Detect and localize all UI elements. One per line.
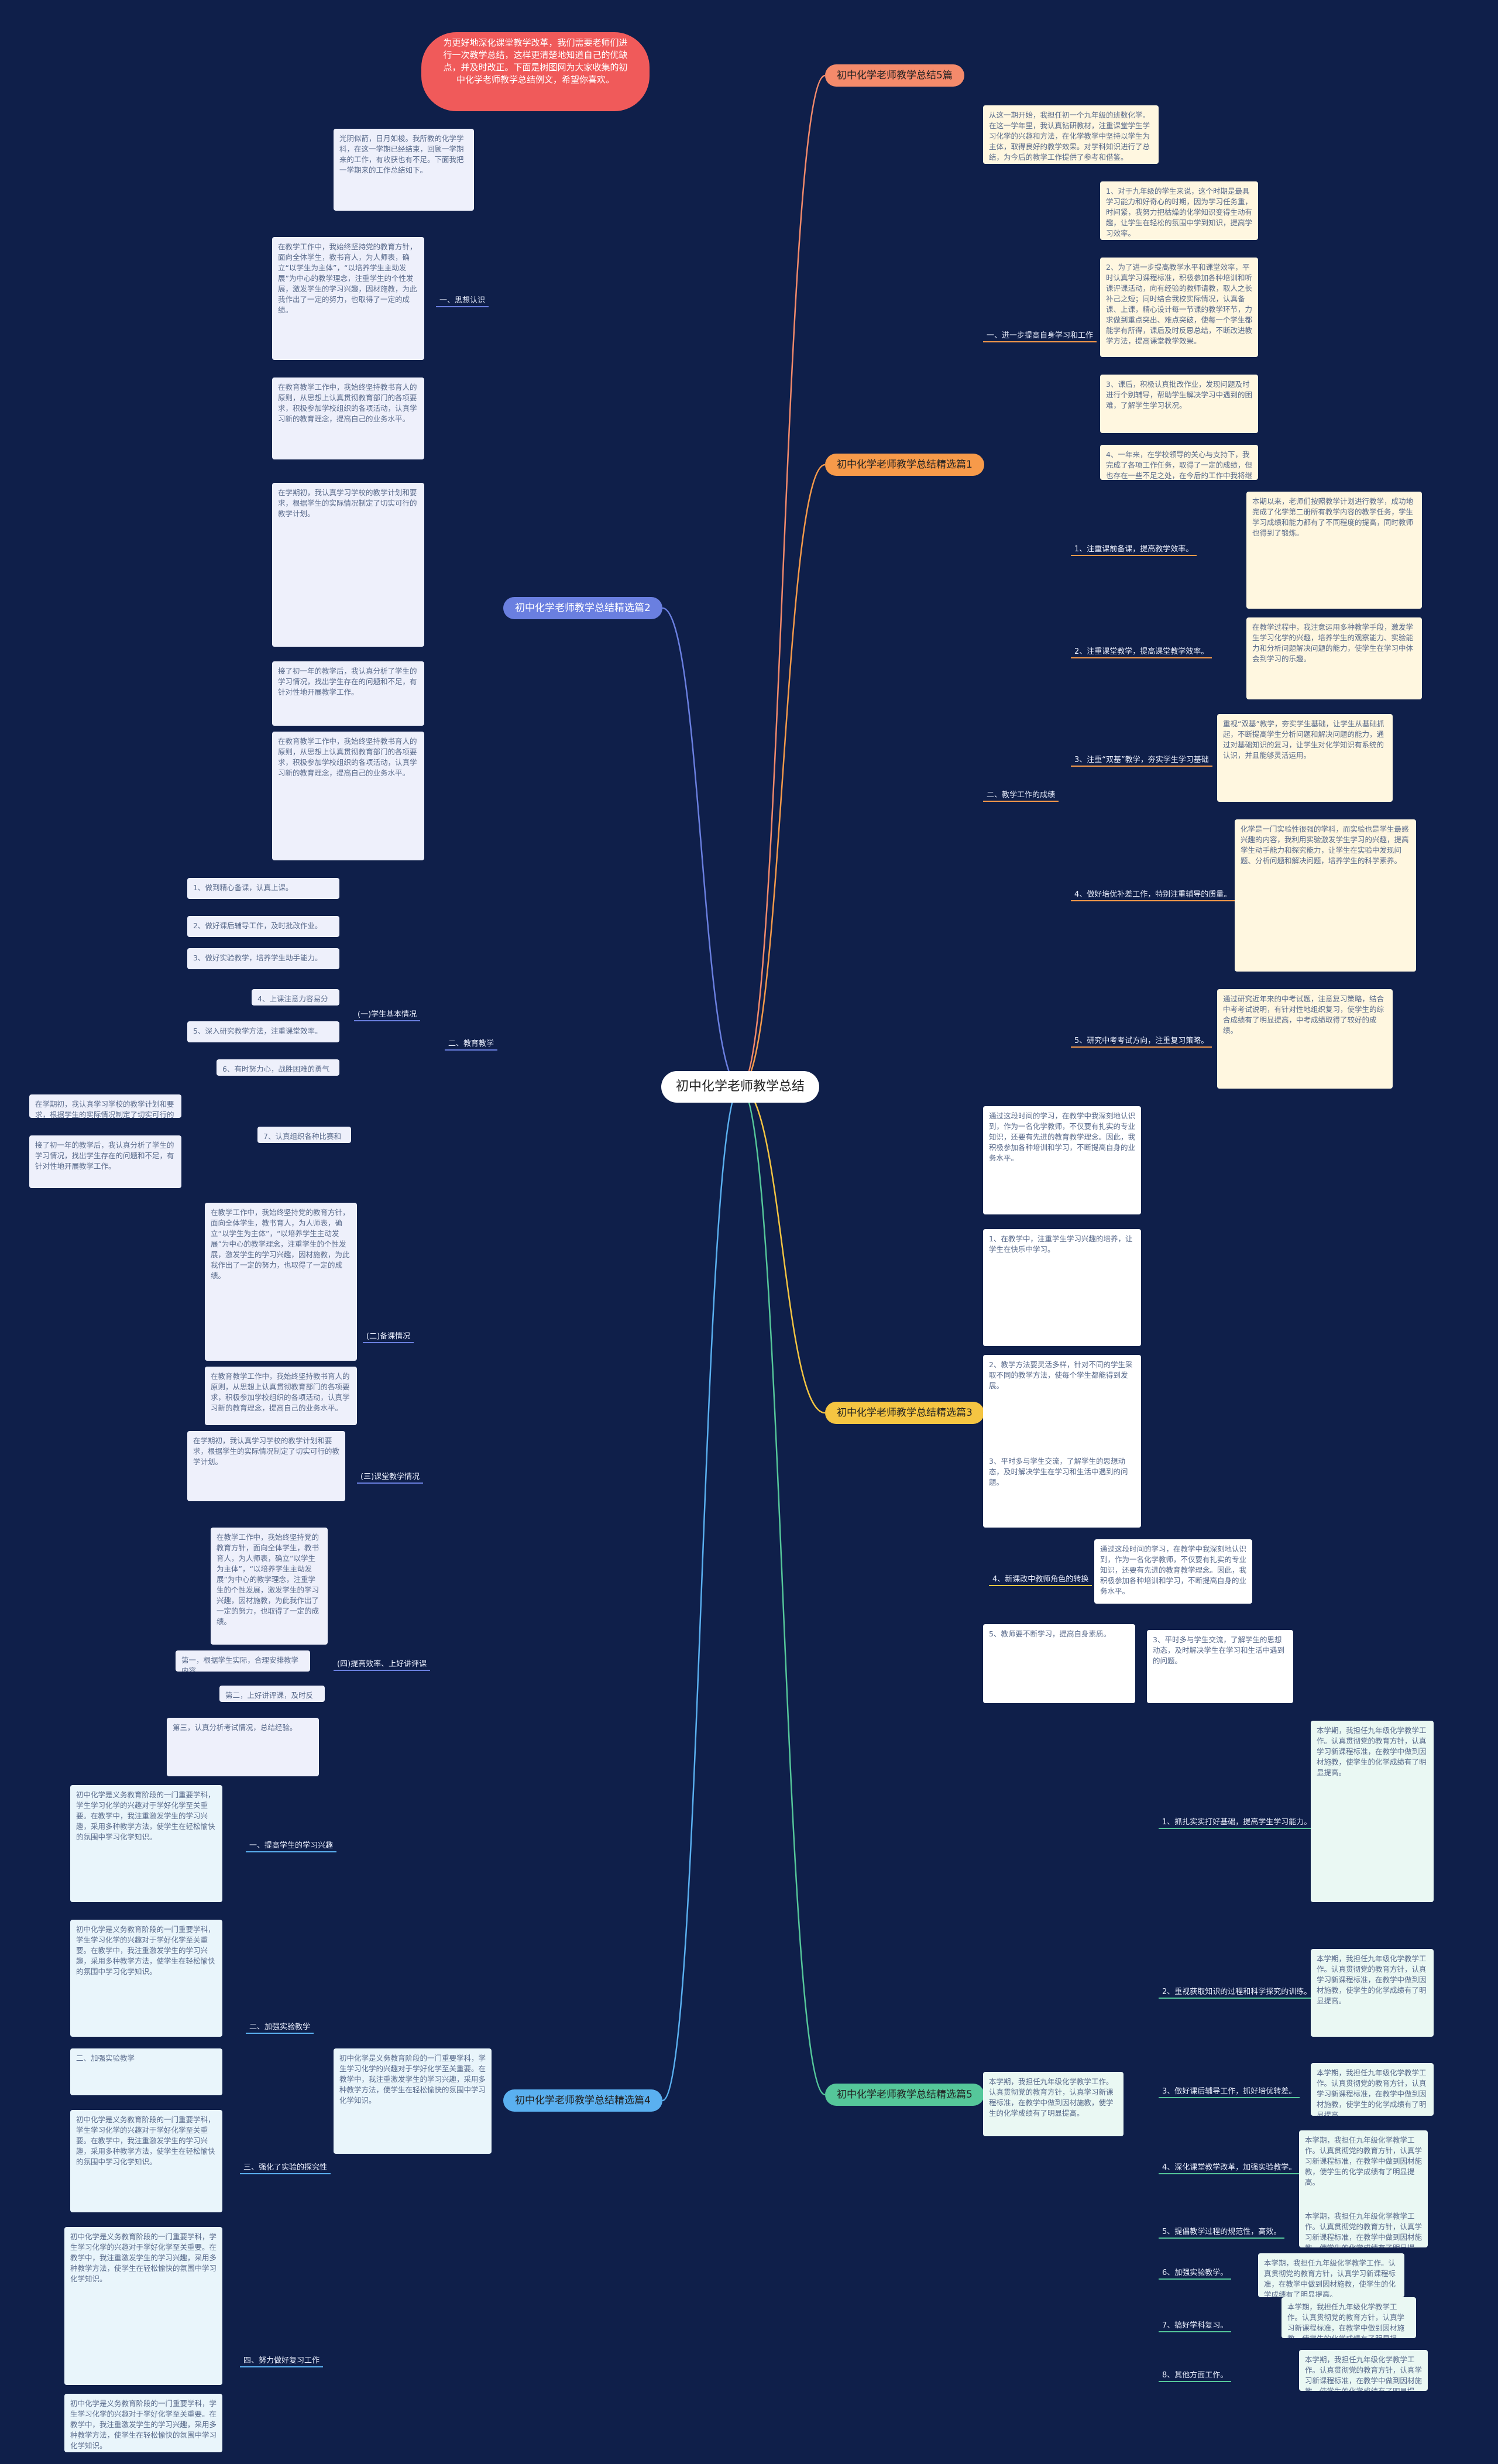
b1-item-3: 3、课后，积极认真批改作业，发现问题及时进行个别辅导，帮助学生解决学习中遇到的困… bbox=[1100, 375, 1258, 433]
branch-connector bbox=[740, 74, 826, 1088]
b3-text-c: 在教育教学工作中，我始终坚持教书育人的原则，从思想上认真贯彻教育部门的各项要求，… bbox=[272, 732, 424, 860]
b6-item-4[interactable]: 4、深化课堂教学改革，加强实验教学。 bbox=[1159, 2160, 1300, 2174]
b4-text-2: 1、在教学中，注重学生学习兴趣的培养，让学生在快乐中学习。 bbox=[983, 1229, 1141, 1346]
b4-text-1: 通过这段时间的学习，在教学中我深刻地认识到，作为一名化学教师，不仅要有扎实的专业… bbox=[983, 1106, 1141, 1214]
b3-mid-label[interactable]: (一)学生基本情况 bbox=[354, 1007, 421, 1021]
b5-sub2-text: 初中化学是义务教育阶段的一门重要学科，学生学习化学的兴趣对于学好化学至关重要。在… bbox=[70, 1920, 222, 2037]
b2-item-4-label[interactable]: 4、做好培优补差工作，特别注重辅导的质量。 bbox=[1071, 887, 1235, 901]
b5-sub2-text-b: 二、加强实验教学 bbox=[70, 2048, 222, 2095]
b3-text-a: 在学期初，我认真学习学校的教学计划和要求，根据学生的实际情况制定了切实可行的教学… bbox=[272, 483, 424, 647]
b2-item-5-label[interactable]: 5、研究中考考试方向，注重复习策略。 bbox=[1071, 1033, 1212, 1048]
branch-connector bbox=[740, 1086, 826, 2096]
branch-selected-5[interactable]: 初中化学老师教学总结精选篇5 bbox=[825, 2084, 984, 2106]
b2-item-3-text: 重视“双基”教学，夯实学生基础，让学生从基础抓起，不断提高学生分析问题和解决问题… bbox=[1217, 714, 1393, 802]
b6-item-3-text: 本学期，我担任九年级化学教学工作。认真贯彻党的教育方针，认真学习新课程标准，在教… bbox=[1311, 2063, 1434, 2116]
b1-item-2: 2、为了进一步提高教学水平和课堂效率，平时认真学习课程标准，积极参加各种培训和听… bbox=[1100, 258, 1258, 357]
b6-item-4-text: 本学期，我担任九年级化学教学工作。认真贯彻党的教育方针，认真学习新课程标准，在教… bbox=[1299, 2130, 1428, 2212]
b3-text-b: 接了初一年的教学后，我认真分析了学生的学习情况，找出学生存在的问题和不足，有针对… bbox=[272, 661, 424, 726]
b3-mid2-label[interactable]: (二)备课情况 bbox=[363, 1329, 414, 1343]
b6-intro-box: 本学期，我担任九年级化学教学工作。认真贯彻党的教育方针，认真学习新课程标准，在教… bbox=[983, 2072, 1124, 2136]
b6-item-3[interactable]: 3、做好课后辅导工作，抓好培优转差。 bbox=[1159, 2084, 1300, 2098]
b2-item-2-label[interactable]: 2、注重课堂教学，提高课堂教学效率。 bbox=[1071, 644, 1212, 658]
b1-sub-label[interactable]: 一、进一步提高自身学习和工作 bbox=[983, 328, 1097, 342]
b6-item-7[interactable]: 7、搞好学科复习。 bbox=[1159, 2318, 1232, 2332]
b2-item-1-text: 本期以来，老师们按照教学计划进行教学，成功地完成了化学第二册所有教学内容的教学任… bbox=[1246, 492, 1422, 609]
b3-mid2-text-b: 在教育教学工作中，我始终坚持教书育人的原则，从思想上认真贯彻教育部门的各项要求，… bbox=[205, 1367, 357, 1425]
b3-note-1: 在学期初，我认真学习学校的教学计划和要求，根据学生的实际情况制定了切实可行的教学… bbox=[29, 1094, 181, 1118]
b3-sub1-label[interactable]: 一、思想认识 bbox=[436, 293, 489, 307]
branch-connector bbox=[662, 607, 741, 1088]
b2-item-3-label[interactable]: 3、注重“双基”教学，夯实学生学习基础 bbox=[1071, 752, 1212, 767]
b4-item-4-text: 通过这段时间的学习，在教学中我深刻地认识到，作为一名化学教师，不仅要有扎实的专业… bbox=[1094, 1539, 1252, 1604]
b5-sub4-label[interactable]: 四、努力做好复习工作 bbox=[240, 2353, 324, 2367]
b4-text-5: 5、教师要不断学习，提高自身素质。 bbox=[983, 1624, 1135, 1703]
b5-sub1-label[interactable]: 一、提高学生的学习兴趣 bbox=[246, 1838, 337, 1852]
b5-sub4-text: 初中化学是义务教育阶段的一门重要学科，学生学习化学的兴趣对于学好化学至关重要。在… bbox=[64, 2227, 222, 2385]
b6-item-2-text: 本学期，我担任九年级化学教学工作。认真贯彻党的教育方针，认真学习新课程标准，在教… bbox=[1311, 1949, 1434, 2037]
branch-selected-1[interactable]: 初中化学老师教学总结精选篇1 bbox=[825, 454, 984, 476]
b2-item-2-text: 在教学过程中，我注意运用多种教学手段，激发学生学习化学的兴趣，培养学生的观察能力… bbox=[1246, 617, 1422, 699]
b3-extra-3: 第三，认真分析考试情况，总结经验。 bbox=[167, 1718, 319, 1776]
b5-main-text: 初中化学是义务教育阶段的一门重要学科，学生学习化学的兴趣对于学好化学至关重要。在… bbox=[334, 2048, 492, 2154]
b3-sub2-label[interactable]: 二、教育教学 bbox=[445, 1036, 498, 1051]
b3-extra-2: 第二，上好讲评课，及时反馈。 bbox=[219, 1686, 325, 1702]
b2-item-1-label[interactable]: 1、注重课前备课，提高教学效率。 bbox=[1071, 541, 1197, 556]
b4-text-4: 3、平时多与学生交流，了解学生的思想动态，及时解决学生在学习和生活中遇到的问题。 bbox=[983, 1451, 1141, 1528]
b3-note-2: 接了初一年的教学后，我认真分析了学生的学习情况，找出学生存在的问题和不足，有针对… bbox=[29, 1135, 181, 1188]
branch-selected-4[interactable]: 初中化学老师教学总结精选篇4 bbox=[503, 2089, 662, 2112]
root-node[interactable]: 初中化学老师教学总结 bbox=[661, 1071, 819, 1103]
b6-item-8-text: 本学期，我担任九年级化学教学工作。认真贯彻党的教育方针，认真学习新课程标准，在教… bbox=[1299, 2350, 1428, 2391]
b5-sub2-label[interactable]: 二、加强实验教学 bbox=[246, 2019, 314, 2034]
b6-item-2[interactable]: 2、重视获取知识的过程和科学探究的训练。 bbox=[1159, 1984, 1315, 1999]
b4-text-3: 2、教学方法要灵活多样，针对不同的学生采取不同的教学方法，使每个学生都能得到发展… bbox=[983, 1355, 1141, 1454]
b3-intro-text: 光阴似箭，日月如梭。我所教的化学学科，在这一学期已经结束，回顾一学期来的工作，有… bbox=[334, 129, 474, 211]
b5-sub3-label[interactable]: 三、强化了实验的探究性 bbox=[240, 2160, 331, 2174]
b6-item-8[interactable]: 8、其他方面工作。 bbox=[1159, 2367, 1232, 2382]
b3-sub2-item-2: 2、做好课后辅导工作，及时批改作业。 bbox=[187, 916, 339, 937]
b3-mid3-label[interactable]: (三)课堂教学情况 bbox=[357, 1469, 424, 1484]
branch-connector bbox=[662, 1086, 741, 2102]
b5-sub4-text-b: 初中化学是义务教育阶段的一门重要学科，学生学习化学的兴趣对于学好化学至关重要。在… bbox=[64, 2394, 222, 2452]
b3-sub2-item-1: 1、做到精心备课，认真上课。 bbox=[187, 878, 339, 899]
branch-selected-2[interactable]: 初中化学老师教学总结精选篇2 bbox=[503, 597, 662, 619]
b4-item-4-label[interactable]: 4、新课改中教师角色的转换 bbox=[989, 1571, 1092, 1586]
b3-sub1-text-1: 在教学工作中，我始终坚持党的教育方针，面向全体学生，教书育人，为人师表，确立“以… bbox=[272, 237, 424, 360]
b3-extra-1: 第一，根据学生实际，合理安排教学内容。 bbox=[176, 1650, 310, 1672]
b2-item-4-text: 化学是一门实验性很强的学科，而实验也是学生最感兴趣的内容，我利用实验激发学生学习… bbox=[1235, 819, 1416, 972]
intro-bubble: 为更好地深化课堂教学改革，我们需要老师们进行一次教学总结，这样更清楚地知道自己的… bbox=[421, 32, 650, 111]
b6-item-5[interactable]: 5、提倡教学过程的规范性，高效。 bbox=[1159, 2224, 1285, 2239]
b6-item-6-text: 本学期，我担任九年级化学教学工作。认真贯彻党的教育方针，认真学习新课程标准，在教… bbox=[1258, 2253, 1404, 2297]
b3-mid3-text: 在学期初，我认真学习学校的教学计划和要求，根据学生的实际情况制定了切实可行的教学… bbox=[187, 1431, 345, 1501]
b3-mid4-label[interactable]: (四)提高效率、上好讲评课 bbox=[334, 1656, 431, 1671]
branch-summary-5[interactable]: 初中化学老师教学总结5篇 bbox=[825, 64, 964, 87]
b3-sub2-item-6: 6、有时努力心，战胜困难的勇气不足。 bbox=[217, 1059, 339, 1076]
b5-sub3-text: 初中化学是义务教育阶段的一门重要学科，学生学习化学的兴趣对于学好化学至关重要。在… bbox=[70, 2110, 222, 2212]
b1-item-4: 4、一年来，在学校领导的关心与支持下，我完成了各项工作任务，取得了一定的成绩，但… bbox=[1100, 445, 1258, 480]
b2-sub-label[interactable]: 二、教学工作的成绩 bbox=[983, 787, 1059, 802]
b3-sub2-item-5: 5、深入研究教学方法，注重课堂效率。 bbox=[187, 1021, 339, 1042]
branch-connector bbox=[740, 464, 826, 1088]
b3-sub2-item-4: 4、上课注意力容易分散。 bbox=[252, 989, 339, 1005]
b6-item-1[interactable]: 1、抓扎实实打好基础，提高学生学习能力。 bbox=[1159, 1814, 1315, 1829]
b2-item-5-text: 通过研究近年来的中考试题，注意复习策略，结合中考考试说明，有针对性地组织复习，使… bbox=[1217, 989, 1393, 1089]
b6-item-6[interactable]: 6、加强实验教学。 bbox=[1159, 2265, 1232, 2280]
b3-mid2-text: 在教学工作中，我始终坚持党的教育方针，面向全体学生，教书育人，为人师表，确立“以… bbox=[205, 1203, 357, 1361]
b3-sub2-item-3: 3、做好实验教学，培养学生动手能力。 bbox=[187, 948, 339, 969]
b6-item-5-text: 本学期，我担任九年级化学教学工作。认真贯彻党的教育方针，认真学习新课程标准，在教… bbox=[1299, 2206, 1428, 2247]
b5-sub1-text: 初中化学是义务教育阶段的一门重要学科，学生学习化学的兴趣对于学好化学至关重要。在… bbox=[70, 1785, 222, 1902]
b1-item-1: 1、对于九年级的学生来说，这个时期是最具学习能力和好奇心的时期，因为学习任务重，… bbox=[1100, 181, 1258, 240]
branch-selected-3[interactable]: 初中化学老师教学总结精选篇3 bbox=[825, 1402, 984, 1424]
b3-sub2-item-7: 7、认真组织各种比赛和活动。 bbox=[257, 1127, 351, 1143]
b6-item-1-text: 本学期，我担任九年级化学教学工作。认真贯彻党的教育方针，认真学习新课程标准，在教… bbox=[1311, 1721, 1434, 1902]
b1-intro-box: 从这一期开始，我担任初一个九年级的班数化学。在这一学年里，我认真钻研教材，注重课… bbox=[983, 105, 1159, 164]
branch-connector bbox=[740, 1086, 826, 1414]
b3-mid4-text: 在教学工作中，我始终坚持党的教育方针，面向全体学生，教书育人，为人师表，确立“以… bbox=[211, 1528, 328, 1645]
b4-text-6: 3、平时多与学生交流，了解学生的思想动态，及时解决学生在学习和生活中遇到的问题。 bbox=[1147, 1630, 1293, 1703]
b3-sub1-text-2: 在教育教学工作中，我始终坚持教书育人的原则，从思想上认真贯彻教育部门的各项要求，… bbox=[272, 378, 424, 459]
b6-item-7-text: 本学期，我担任九年级化学教学工作。认真贯彻党的教育方针，认真学习新课程标准，在教… bbox=[1281, 2297, 1416, 2338]
